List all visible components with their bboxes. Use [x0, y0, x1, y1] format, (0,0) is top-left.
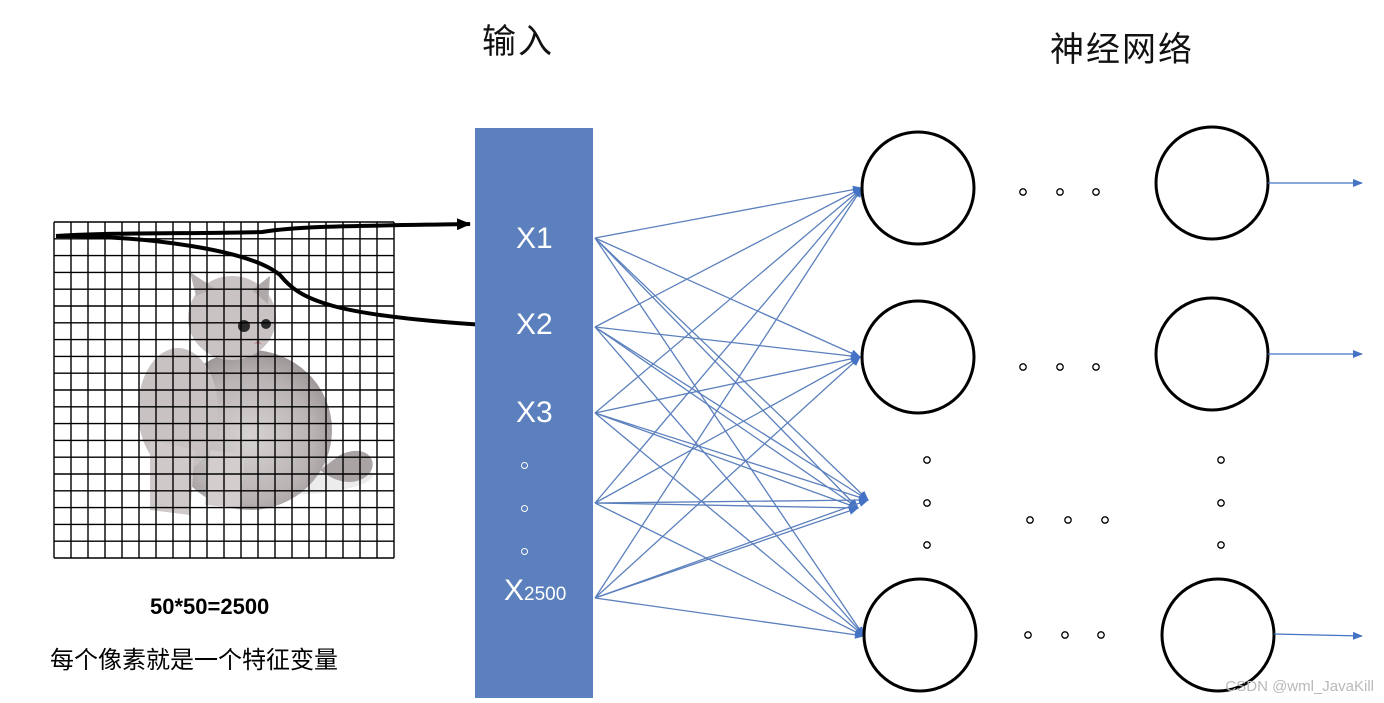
- neuron-1-2: [860, 299, 976, 415]
- connection-line: [594, 412, 865, 637]
- connections: [594, 185, 869, 639]
- neuron-2-3: [1160, 577, 1276, 693]
- connection-line: [594, 326, 859, 509]
- ellipsis-dot: [1056, 363, 1064, 371]
- input-layer-bar: [475, 128, 593, 698]
- ellipsis-dot: [923, 499, 931, 507]
- output-arrows: [1268, 179, 1363, 640]
- pixel-grid: [53, 221, 395, 559]
- ellipsis-dot: [1019, 363, 1027, 371]
- pixel-arrows: [55, 218, 501, 332]
- neuron-2-1: [1154, 125, 1270, 241]
- connection-line: [594, 237, 869, 501]
- input-ellipsis-dot: [521, 462, 528, 469]
- connection-line: [594, 354, 861, 414]
- ellipsis-dot: [1019, 188, 1027, 196]
- ellipsis-dot: [1092, 363, 1100, 371]
- pixel-arrow-x2: [55, 234, 501, 332]
- connection-line: [594, 507, 859, 599]
- connection-line: [594, 597, 865, 639]
- ellipsis-dot: [1024, 631, 1032, 639]
- ellipsis-dot: [1056, 188, 1064, 196]
- connection-line: [594, 499, 869, 599]
- connection-line: [594, 502, 865, 637]
- connection-line: [594, 412, 869, 502]
- connection-line: [594, 237, 861, 358]
- connection-line: [594, 187, 863, 414]
- connection-line: [594, 185, 863, 239]
- input-ellipsis-dot: [521, 548, 528, 555]
- ellipsis-dot: [1217, 541, 1225, 549]
- connection-line: [594, 187, 863, 504]
- ellipsis-dot: [1217, 456, 1225, 464]
- neuron-1-3: [862, 577, 978, 693]
- ellipsis-dot: [923, 541, 931, 549]
- pixel-arrow-x1: [55, 218, 471, 238]
- input-label-x2500: X2500: [504, 574, 567, 607]
- connection-line: [594, 187, 863, 599]
- input-label-x2: X2: [516, 308, 553, 341]
- ellipsis-dot: [923, 456, 931, 464]
- connection-line: [594, 326, 865, 637]
- neuron-1-1: [860, 130, 976, 246]
- connection-line: [594, 412, 859, 509]
- connection-line: [594, 237, 859, 509]
- neuron-2-2: [1154, 296, 1270, 412]
- connection-line: [594, 356, 861, 504]
- connection-line: [594, 356, 861, 599]
- connection-line: [594, 326, 861, 360]
- pixel-feature-description: 每个像素就是一个特征变量: [50, 646, 338, 674]
- connection-line: [594, 496, 869, 505]
- ellipsis-dot: [1101, 516, 1109, 524]
- connection-line: [594, 326, 869, 501]
- neurons: [860, 125, 1276, 693]
- ellipsis-dot: [1217, 499, 1225, 507]
- ellipsis-dots: [923, 188, 1225, 639]
- pixel-count-formula: 50*50=2500: [150, 594, 270, 619]
- ellipsis-dot: [1026, 516, 1034, 524]
- input-label-x1: X1: [516, 222, 553, 255]
- output-arrow-3: [1273, 631, 1363, 640]
- ellipsis-dot: [1061, 631, 1069, 639]
- neural-network-title: 神经网络: [1050, 30, 1194, 70]
- input-title: 输入: [482, 22, 554, 62]
- input-ellipsis-dot: [521, 505, 528, 512]
- connection-line: [594, 502, 859, 512]
- input-label-x3: X3: [516, 396, 553, 429]
- ellipsis-dot: [1064, 516, 1072, 524]
- ellipsis-dot: [1097, 631, 1105, 639]
- ellipsis-dot: [1092, 188, 1100, 196]
- connection-line: [594, 187, 863, 328]
- watermark: CSDN @wml_JavaKill: [1225, 678, 1374, 695]
